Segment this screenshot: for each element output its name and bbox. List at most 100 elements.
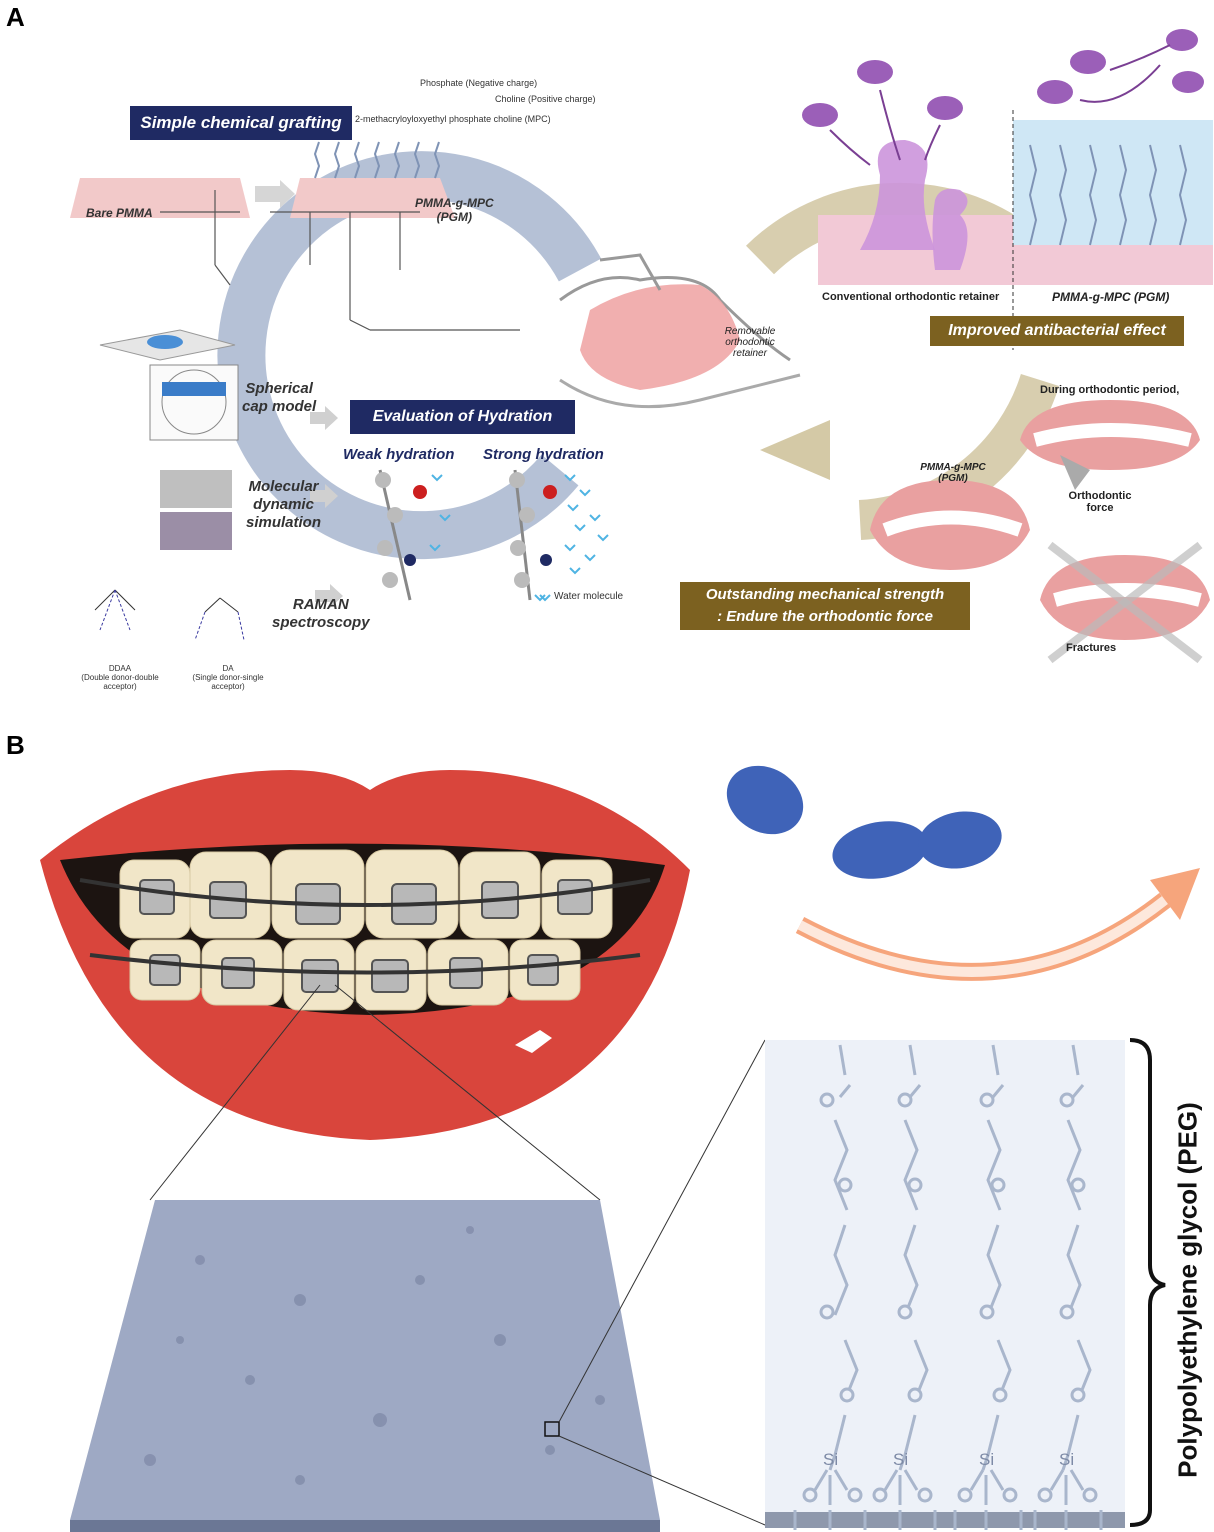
label-choline: Choline (Positive charge) [495, 94, 596, 104]
label-orthodontic-force: Orthodontic force [1060, 490, 1140, 514]
blue-bacterium-3 [918, 811, 1002, 869]
raman-line2: spectroscopy [272, 614, 370, 631]
si-label-1: Si [823, 1450, 839, 1469]
molecular-line1: Molecular [248, 478, 319, 495]
removable-line1: Removable [724, 326, 776, 337]
ddaa-full: (Double donor-double acceptor) [81, 673, 159, 691]
si-label-2: Si [893, 1450, 909, 1469]
panel-a-artwork [70, 29, 1213, 664]
label-fractures: Fractures [1066, 642, 1117, 654]
zoom-line-2-bottom [558, 1435, 766, 1526]
da-name: DA [222, 664, 234, 673]
banner-mechanical-strength: Outstanding mechanical strength : Endure… [680, 582, 970, 630]
label-water-molecule: Water molecule [554, 591, 624, 602]
molecular-line3: simulation [246, 514, 322, 531]
label-bare-pmma: Bare PMMA [86, 206, 153, 220]
md-box-1 [160, 470, 232, 508]
panel-a-letter: A [6, 2, 25, 32]
graft-arrow [255, 180, 295, 208]
label-pgm-top: PMMA-g-MPC (PGM) [1052, 290, 1170, 304]
strong-hydration-molecule [509, 469, 557, 601]
surface-texture [144, 1226, 605, 1485]
label-removable-retainer: Removable orthodontic retainer [710, 326, 790, 359]
mpc-brush-chains [313, 141, 441, 179]
si-label-3: Si [979, 1450, 995, 1469]
label-da: DA (Single donor-single acceptor) [178, 664, 278, 691]
label-mpc: 2-methacryloyloxyethyl phosphate choline… [355, 114, 551, 124]
arrow-md [310, 484, 338, 508]
repel-arrow-inner [797, 896, 1169, 977]
bacteria-arrows [829, 44, 1171, 166]
removable-line3: retainer [733, 348, 767, 359]
coated-surface [70, 1200, 660, 1520]
ddaa-diagram [94, 589, 136, 631]
label-weak-hydration: Weak hydration [343, 446, 455, 463]
peg-chains: Si Si Si Si [765, 1040, 1125, 1530]
water-legend-icon [534, 594, 546, 602]
biofilm-2 [932, 188, 968, 270]
force-line2: force [1086, 502, 1114, 514]
label-pgm-teeth: PMMA-g-MPC (PGM) [918, 462, 988, 484]
da-diagram [194, 597, 245, 641]
banner-improved-antibacterial: Improved antibacterial effect [930, 316, 1184, 346]
force-line1: Orthodontic [1068, 490, 1132, 502]
arrow-raman [315, 584, 343, 608]
label-spherical-cap: Spherical cap model [242, 380, 316, 416]
spherical-line1: Spherical [245, 380, 313, 397]
label-conventional-retainer: Conventional orthodontic retainer [822, 291, 1000, 303]
md-box-2 [160, 512, 232, 550]
archwire-upper [79, 878, 651, 907]
zoom-line-left [149, 984, 321, 1201]
pgm-slab [290, 178, 455, 218]
label-ddaa: DDAA (Double donor-double acceptor) [70, 664, 170, 691]
label-during-period: During orthodontic period, [1040, 384, 1180, 396]
pgm-brushes-right [1028, 144, 1188, 246]
label-raman: RAMAN spectroscopy [272, 596, 370, 632]
weak-hydration-molecule [375, 469, 427, 601]
retainer-illustration [559, 253, 801, 409]
spherical-line2: cap model [242, 398, 317, 415]
zoom-line-right [334, 984, 601, 1201]
zoom-line-2-top [558, 1039, 766, 1423]
arrow-spherical [310, 406, 338, 430]
pmma-structure [160, 190, 520, 331]
blue-bacterium-2 [832, 821, 928, 879]
archwire-lower [89, 953, 641, 975]
label-pgm-line2: (PGM) [436, 210, 472, 224]
da-full: (Single donor-single acceptor) [192, 673, 264, 691]
peg-chain-svg [793, 1044, 1103, 1530]
label-pgm-line1: PMMA-g-MPC [415, 196, 494, 210]
panel-b-letter: B [6, 730, 25, 760]
label-pgm: PMMA-g-MPC (PGM) [415, 196, 494, 224]
molecular-line2: dynamic [253, 496, 314, 513]
bacteria-group [802, 29, 1204, 127]
banner-evaluation-of-hydration: Evaluation of Hydration [350, 400, 575, 434]
cycle-arrowhead [760, 420, 830, 480]
lip-highlight [515, 1030, 552, 1053]
ddaa-name: DDAA [108, 664, 132, 673]
raman-line1: RAMAN [292, 596, 349, 613]
teeth-top [1020, 400, 1200, 470]
label-strong-hydration: Strong hydration [483, 446, 604, 463]
hydration-cycle-ring [217, 151, 602, 560]
zoom-box [544, 1421, 560, 1437]
label-molecular-dynamic: Molecular dynamic simulation [246, 478, 321, 532]
pmma-slab [70, 178, 250, 218]
pgm-base [1013, 245, 1213, 285]
si-label-4: Si [1059, 1450, 1075, 1469]
repel-arrowhead [1150, 868, 1200, 920]
mechanical-line-2: : Endure the orthodontic force [717, 608, 933, 625]
peg-box [765, 1040, 1125, 1520]
removable-line2: orthodontic [725, 337, 775, 348]
teeth-pgm [870, 480, 1030, 570]
orthodontic-force-arrow [1060, 455, 1090, 490]
label-phosphate: Phosphate (Negative charge) [420, 78, 538, 88]
weak-water-molecules [429, 474, 451, 552]
biofilm-1 [860, 140, 935, 250]
peg-label: Polypolyethylene glycol (PEG) [1172, 1102, 1203, 1478]
banner-simple-chemical-grafting: Simple chemical grafting [130, 106, 352, 140]
pgm-teeth-line2: (PGM) [938, 473, 968, 484]
strong-water-molecules [539, 474, 609, 602]
peg-brace [1129, 1038, 1166, 1527]
